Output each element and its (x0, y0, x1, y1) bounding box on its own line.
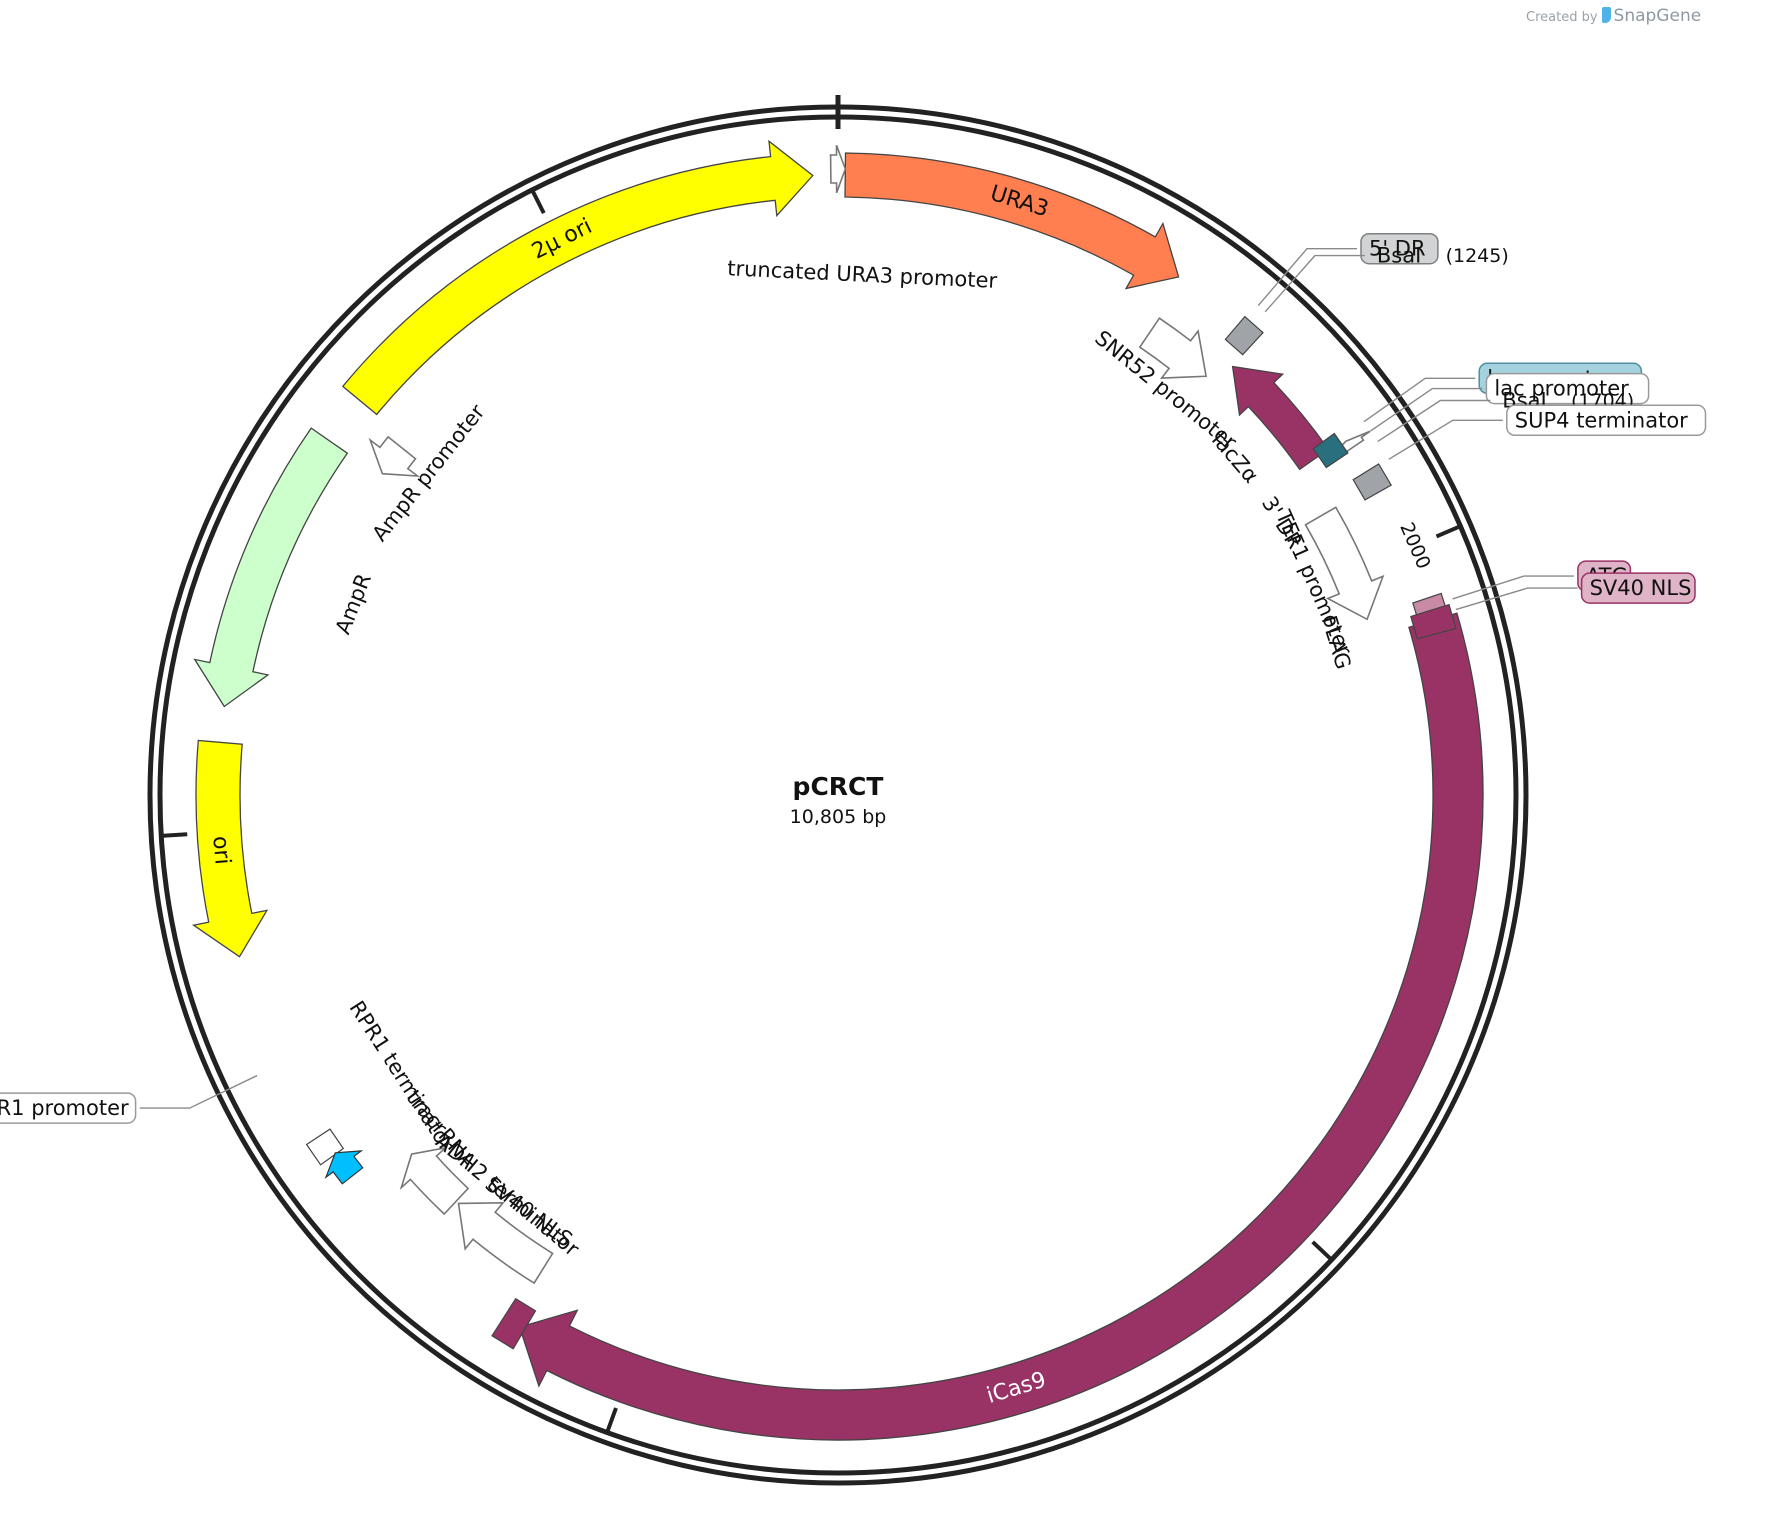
feature-ura3[interactable]: URA3 (844, 152, 1180, 290)
small-features[interactable] (305, 315, 1457, 1350)
snapgene-logo-icon (1601, 7, 1611, 23)
callout-sup4-terminator-5[interactable]: SUP4 terminator (1506, 404, 1707, 437)
callout-box (1360, 232, 1439, 265)
feature-lacz[interactable]: lacZα (1231, 365, 1330, 471)
callout-box (1580, 572, 1696, 604)
callout-text: 5' DR (1369, 237, 1426, 261)
lac-operator-box[interactable] (1312, 432, 1349, 469)
inner-label-rpr1-terminator: RPR1 terminator (345, 997, 459, 1156)
callout-leader (1452, 575, 1574, 600)
callout-leader (1363, 377, 1476, 423)
tick-8000 (163, 832, 188, 838)
feature-2-ori[interactable]: 2μ ori (341, 139, 814, 416)
sv40-nls-c-box[interactable] (491, 1297, 537, 1350)
plasmid-size: 10,805 bp (790, 806, 887, 828)
callout-text: RPR1 promoter (0, 1096, 129, 1120)
callout-box (1485, 372, 1650, 405)
three-dr-box[interactable] (1352, 463, 1393, 501)
plasmid-backbone (147, 95, 1529, 1486)
tick-6000 (605, 1407, 618, 1432)
feature-tracrrna[interactable]: tracrRNA (399, 1146, 470, 1216)
callout-leader (139, 1074, 258, 1109)
feature-label-ori: ori (207, 835, 234, 866)
callout-rpr1-promoter-8[interactable]: RPR1 promoter (0, 1092, 137, 1124)
feature-adh2-terminator[interactable]: ADH2 terminator (457, 1201, 554, 1285)
tick-4000 (1311, 1240, 1332, 1260)
callout-5-dr-0[interactable]: 5' DR (1360, 232, 1439, 265)
tick-label: 2000 (1395, 519, 1434, 572)
callout-sv40-nls-7[interactable]: SV40 NLS (1580, 572, 1696, 604)
tick-10000 (531, 190, 546, 215)
inner-label-truncated-ura3-promoter: truncated URA3 promoter (727, 256, 998, 293)
watermark-brand: SnapGene (1613, 6, 1702, 26)
tracrrna-arrow[interactable] (324, 1150, 364, 1185)
callout-text: BsaI (1377, 244, 1421, 268)
callout-box (0, 1092, 137, 1124)
callout-leader (1388, 419, 1503, 460)
callout-leader (1455, 587, 1578, 611)
feature-ori[interactable]: ori (191, 739, 269, 958)
callout-leader (1264, 254, 1365, 313)
plasmid-name: pCRCT (793, 772, 884, 801)
feature-ampr-promoter[interactable]: AmpR promoter (368, 435, 421, 477)
callout-bsai-1[interactable]: BsaI (1245) (1377, 244, 1509, 268)
feature-tef1-promoter[interactable]: TEF1 promoter (1304, 506, 1385, 621)
watermark-prefix: Created by (1526, 10, 1598, 25)
callout-box (1506, 404, 1707, 437)
callout-lac-promoter-3[interactable]: lac promoter (1485, 372, 1650, 405)
inner-label-ampr: AmpR (331, 570, 376, 637)
feature-ampr[interactable]: AmpR (193, 427, 349, 708)
callout-text: SV40 NLS (1590, 576, 1692, 600)
tick-2000 (1435, 525, 1460, 539)
feature-truncated-ura3-promoter[interactable]: truncated URA3 promoter (829, 144, 847, 194)
five-dr-box[interactable] (1224, 315, 1264, 356)
callout-text: SUP4 terminator (1515, 408, 1688, 432)
callout-text: lac promoter (1494, 377, 1629, 401)
callout-site: (1245) (1446, 245, 1509, 267)
feature-icas9[interactable]: iCas9 (518, 612, 1484, 1441)
callout-leader (1370, 387, 1483, 432)
snapgene-watermark: Created by SnapGene (1526, 6, 1786, 30)
callout-leader (1377, 399, 1491, 443)
sv40-nls-box[interactable] (1410, 603, 1457, 640)
plasmid-center-label: pCRCT 10,805 bp (790, 772, 887, 828)
callout-leader (1257, 247, 1357, 307)
feature-snr52-promoter[interactable]: SNR52 promoter (1138, 317, 1208, 379)
